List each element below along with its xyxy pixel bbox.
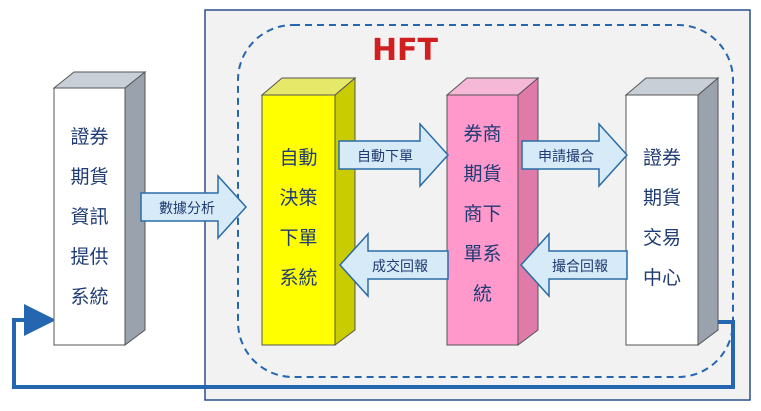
auto-order-arrow: 自動下單 xyxy=(338,122,450,188)
exchange-label-3: 交易 xyxy=(643,227,681,249)
auto-decision-label-4: 系統 xyxy=(279,267,317,289)
broker-order-label-4: 單系 xyxy=(463,243,501,265)
feedback-loop-arrow xyxy=(12,304,735,389)
request-match-arrow: 申請撮合 xyxy=(521,122,629,188)
hft-title: HFT xyxy=(372,33,439,68)
info-provider-label-4: 提供 xyxy=(70,246,108,268)
auto-decision-label-3: 下單 xyxy=(279,227,317,249)
broker-order-label-5: 統 xyxy=(473,283,492,305)
hft-dashed-boundary xyxy=(237,24,734,378)
auto-decision-label-1: 自動 xyxy=(279,147,317,169)
exchange-label-1: 證券 xyxy=(643,147,681,169)
request-match-label: 申請撮合 xyxy=(538,148,594,165)
info-provider-label-5: 系統 xyxy=(70,286,108,308)
broker-order-label-1: 券商 xyxy=(463,123,501,145)
exchange-label-2: 期貨 xyxy=(643,187,681,209)
auto-decision-column: 自動 決策 下單 系統 xyxy=(260,76,357,346)
fill-report-arrow: 成交回報 xyxy=(338,232,449,298)
broker-order-label-2: 期貨 xyxy=(463,163,501,185)
match-report-arrow: 撮合回報 xyxy=(519,232,628,298)
auto-decision-label-2: 決策 xyxy=(279,187,317,209)
auto-order-label: 自動下單 xyxy=(357,149,413,165)
exchange-column: 證券 期貨 交易 中心 xyxy=(624,76,720,346)
match-report-label: 撮合回報 xyxy=(552,258,608,275)
broker-order-label-3: 商下 xyxy=(463,203,501,225)
info-provider-column: 證券 期貨 資訊 提供 系統 xyxy=(52,70,147,346)
exchange-label-4: 中心 xyxy=(643,267,681,289)
info-provider-label-2: 期貨 xyxy=(70,166,108,188)
broker-order-column: 券商 期貨 商下 單系 統 xyxy=(445,76,540,346)
data-analysis-arrow: 數據分析 xyxy=(140,174,248,240)
info-provider-label-1: 證券 xyxy=(70,126,108,148)
info-provider-label-3: 資訊 xyxy=(70,206,108,228)
data-analysis-label: 數據分析 xyxy=(159,201,215,217)
fill-report-label: 成交回報 xyxy=(372,258,428,275)
